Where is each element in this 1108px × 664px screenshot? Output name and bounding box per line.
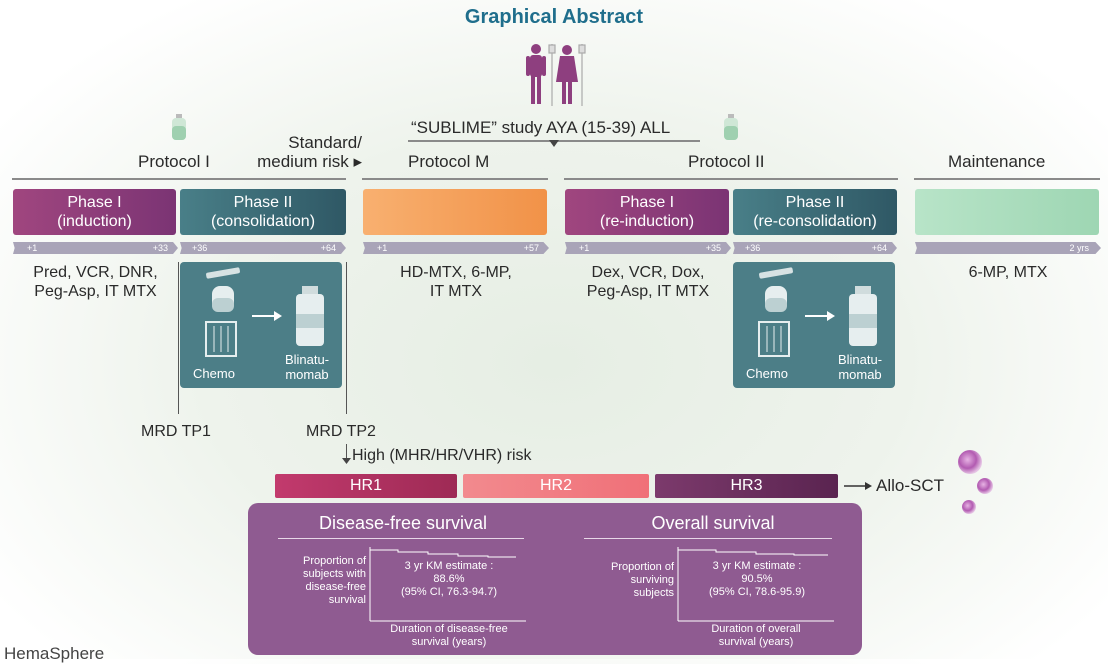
day-label: +57 [523, 243, 539, 253]
survival-panel: Disease-free survival Proportion of subj… [248, 503, 862, 655]
day-label: 2 yrs [1069, 243, 1089, 253]
dfs-km-curve [369, 547, 526, 622]
protocol-m-box [363, 189, 547, 235]
protocol-m-header: Protocol M [408, 152, 490, 171]
p1-phase1-box: Phase I (induction) [13, 189, 176, 235]
day-label: +36 [745, 243, 761, 253]
day-label: +33 [152, 243, 168, 253]
os-km-curve [677, 547, 834, 622]
allo-sct-label: Allo-SCT [876, 476, 945, 495]
timeline-maintenance: 2 yrs [915, 242, 1101, 254]
day-label: +36 [192, 243, 208, 253]
down-arrow-icon [342, 458, 351, 464]
protocol-2-divider [564, 178, 898, 180]
day-label: +1 [579, 243, 590, 253]
dfs-y-label: Proportion of subjects with disease-free… [303, 555, 366, 606]
iv-bag-icon [724, 114, 738, 140]
chemo-label: Chemo [746, 366, 788, 381]
chemo-to-blinatumomab-icon [205, 267, 324, 357]
maintenance-drugs: 6-MP, MTX [968, 264, 1048, 281]
p2-phase1-box: Phase I (re-induction) [565, 189, 729, 235]
journal-label: HemaSphere [4, 644, 105, 663]
high-risk-arrow-line [346, 444, 347, 460]
os-y-label: Proportion of surviving subjects [611, 561, 674, 599]
mrd-tp1-label: MRD TP1 [141, 423, 211, 440]
high-risk-label: High (MHR/HR/VHR) risk [352, 447, 532, 464]
maintenance-divider [914, 178, 1100, 180]
os-divider [584, 538, 832, 539]
protocol-2-drugs: Dex, VCR, Dox, Peg-Asp, IT MTX [586, 264, 710, 300]
right-arrow-icon [844, 482, 872, 490]
timeline-p2-phase1: +1 +35 [565, 242, 731, 254]
maintenance-box [915, 189, 1099, 235]
mrd-tp1-line [178, 262, 179, 414]
protocol-m-drugs: HD-MTX, 6-MP, IT MTX [400, 264, 512, 300]
risk-header: Standard/ medium risk ▸ [257, 133, 362, 171]
blinatumomab-panel: Chemo Blinatu- momab [733, 262, 895, 388]
protocol-1-drugs: Pred, VCR, DNR, Peg-Asp, IT MTX [33, 264, 158, 300]
os-estimate: 3 yr KM estimate : 90.5% (95% CI, 78.6-9… [709, 560, 805, 598]
patients-icon [526, 44, 586, 106]
protocol-2-header: Protocol II [688, 152, 765, 171]
mrd-tp2-label: MRD TP2 [306, 423, 376, 440]
down-arrow-icon [549, 140, 559, 147]
timeline-p2-phase2: +36 +64 [733, 242, 897, 254]
protocol-1-divider [12, 178, 346, 180]
hr1-bar: HR1 [275, 474, 457, 498]
blinatumomab-label: Blinatu- momab [837, 352, 883, 382]
protocol-1-header: Protocol I [138, 152, 210, 171]
dfs-title: Disease-free survival [318, 513, 488, 533]
p2-phase2-box: Phase II (re-consolidation) [733, 189, 897, 235]
hr3-bar: HR3 [655, 474, 838, 498]
timeline-p1-phase2: +36 +64 [180, 242, 346, 254]
page-title: Graphical Abstract [464, 6, 644, 28]
dfs-x-label: Duration of disease-free survival (years… [390, 623, 508, 648]
timeline-protocol-m: +1 +57 [363, 242, 549, 254]
blinatumomab-panel: Chemo Blinatu- momab [180, 262, 342, 388]
day-label: +1 [377, 243, 388, 253]
day-label: +64 [871, 243, 887, 253]
day-label: +35 [705, 243, 721, 253]
day-label: +1 [27, 243, 38, 253]
dfs-divider [278, 538, 524, 539]
dfs-estimate: 3 yr KM estimate : 88.6% (95% CI, 76.3-9… [401, 560, 497, 598]
cells-icon [958, 450, 993, 514]
chemo-label: Chemo [193, 366, 235, 381]
chemo-to-blinatumomab-icon [758, 267, 877, 357]
study-label: “SUBLIME” study AYA (15-39) ALL [411, 118, 671, 137]
iv-bag-icon [172, 114, 186, 140]
os-title: Overall survival [651, 513, 775, 533]
blinatumomab-label: Blinatu- momab [284, 352, 330, 382]
maintenance-header: Maintenance [948, 152, 1046, 171]
hr2-bar: HR2 [463, 474, 649, 498]
day-label: +64 [320, 243, 336, 253]
protocol-m-divider [362, 178, 548, 180]
timeline-p1-phase1: +1 +33 [13, 242, 178, 254]
p1-phase2-box: Phase II (consolidation) [180, 189, 346, 235]
os-x-label: Duration of overall survival (years) [711, 623, 801, 648]
mrd-tp2-line [346, 262, 347, 414]
